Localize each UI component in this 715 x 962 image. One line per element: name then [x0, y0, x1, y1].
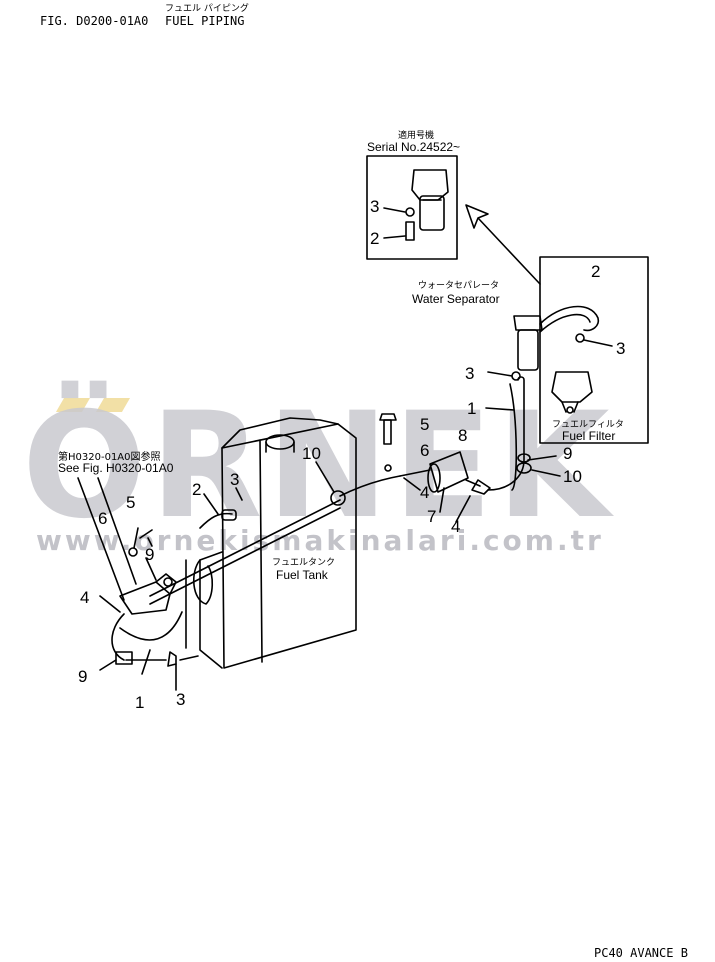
- serial-inset-box: [366, 155, 458, 260]
- callout-6: 6: [98, 509, 108, 528]
- water-separator-label: Water Separator: [412, 292, 500, 306]
- watermark-logo: ÖRNEK: [22, 381, 614, 551]
- see-figure-label: See Fig. H0320-01A0: [58, 461, 174, 475]
- model-code: PC40 AVANCE B: [594, 946, 688, 960]
- serial-label-japanese: 適用号機: [398, 131, 435, 141]
- fuel-tank-label: Fuel Tank: [276, 568, 328, 582]
- callout-2: 2: [192, 480, 202, 499]
- fuel-tank-label-japanese: フュエルタンク: [272, 558, 336, 568]
- callout-5: 5: [420, 415, 430, 434]
- watermark-url: www.ornekismakinalari.com.tr: [36, 524, 604, 557]
- callout-5: 5: [126, 493, 136, 512]
- callout-3: 3: [230, 470, 240, 489]
- figure-title: FUEL PIPING: [165, 14, 245, 28]
- callout-4: 4: [451, 517, 461, 536]
- callout-4: 4: [80, 588, 90, 607]
- callout-7: 7: [427, 507, 437, 526]
- water-separator-label-japanese: ウォータセパレータ: [418, 281, 500, 291]
- callout-6: 6: [420, 441, 430, 460]
- callout-9: 9: [78, 667, 88, 686]
- callout-10: 10: [563, 467, 582, 486]
- callout-10: 10: [302, 444, 321, 463]
- callout-1: 1: [467, 399, 477, 418]
- see-figure-label-japanese: 第H0320-01A0図参照: [58, 452, 161, 463]
- callout-3: 3: [616, 339, 626, 358]
- fuel-filter-box: [539, 256, 649, 444]
- title-japanese: フュエル パイピング: [165, 4, 249, 14]
- fuel-filter-label-japanese: フュエルフィルタ: [552, 420, 624, 430]
- callout-3: 3: [465, 364, 475, 383]
- callout-4: 4: [420, 483, 430, 502]
- callout-9: 9: [563, 444, 573, 463]
- serial-number-label: Serial No.24522~: [367, 140, 461, 154]
- fuel-filter-label: Fuel Filter: [562, 429, 616, 443]
- inset-callout-2: 2: [370, 229, 380, 248]
- callout-1: 1: [135, 693, 145, 712]
- callout-9: 9: [145, 545, 155, 564]
- inset-callout-3: 3: [370, 197, 380, 216]
- callout-2: 2: [591, 262, 601, 281]
- callout-3: 3: [176, 690, 186, 709]
- figure-code: FIG. D0200-01A0: [40, 14, 149, 28]
- callout-8: 8: [458, 426, 468, 445]
